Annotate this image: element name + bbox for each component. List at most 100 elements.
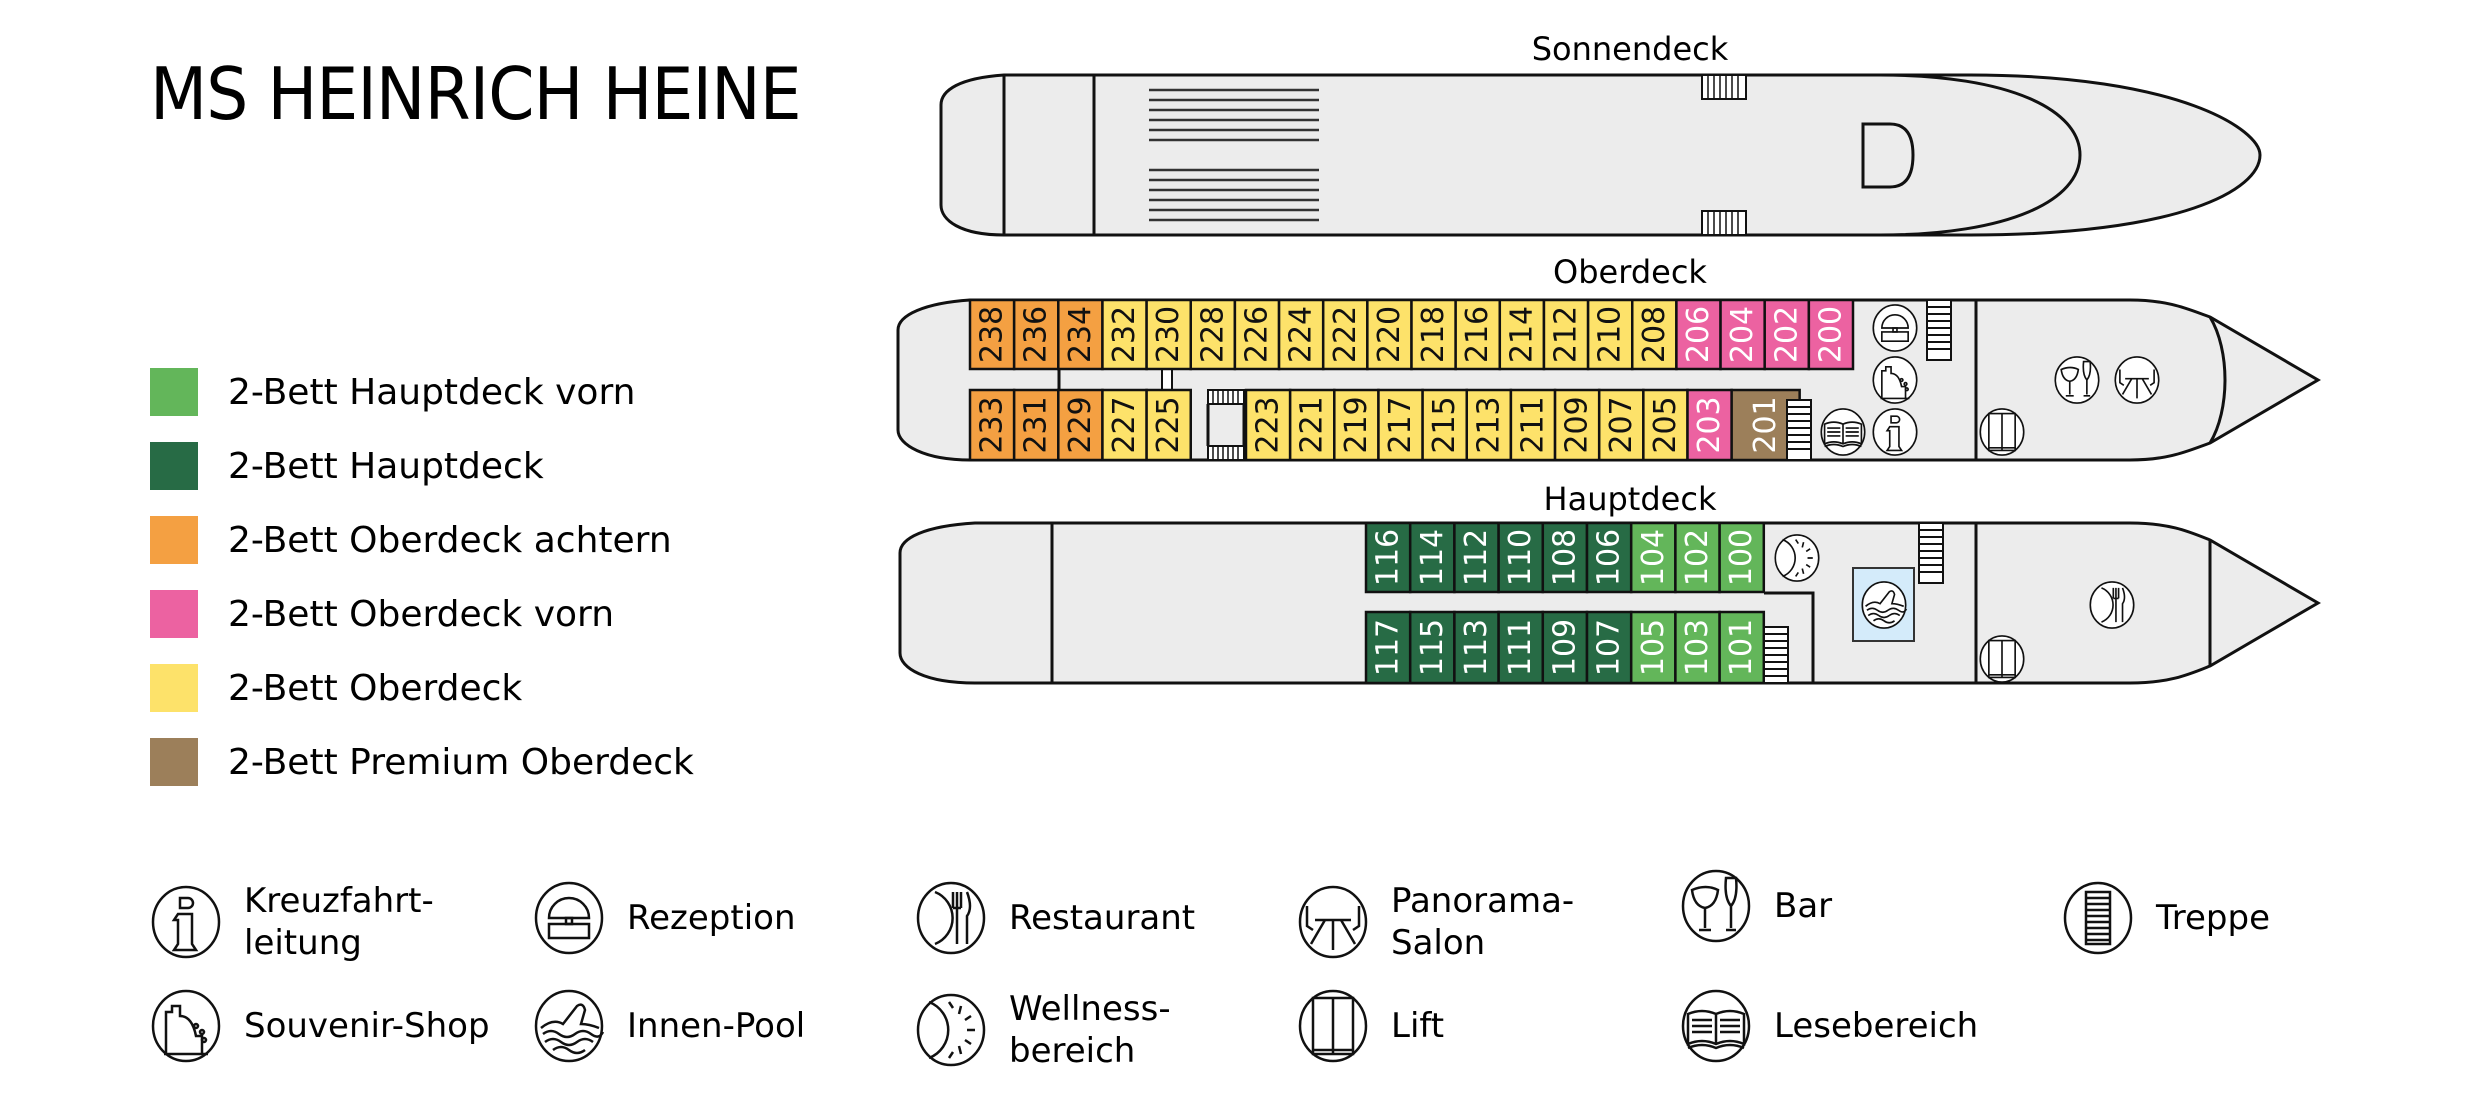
cabin-111[interactable]: 111 [1497,610,1545,685]
cabin-200[interactable]: 200 [1807,298,1855,371]
cabin-number: 211 [1515,396,1550,453]
cabin-210[interactable]: 210 [1586,298,1634,371]
cabin-232[interactable]: 232 [1101,298,1148,371]
cabin-number: 105 [1636,619,1671,676]
cabin-box [1686,388,1733,462]
cabin-number: 202 [1769,306,1804,363]
cabin-number: 234 [1063,306,1098,363]
cabin-229[interactable]: 229 [1057,388,1104,462]
cabin-number: 231 [1019,396,1054,453]
cabin-207[interactable]: 207 [1597,388,1645,462]
bar-icon [2054,356,2100,404]
cabin-220[interactable]: 220 [1366,298,1413,371]
cabin-206[interactable]: 206 [1675,298,1722,371]
cabin-number: 238 [975,306,1010,363]
cabin-226[interactable]: 226 [1233,298,1281,371]
reception-icon [533,880,605,956]
cabin-105[interactable]: 105 [1629,610,1677,685]
cabin-238[interactable]: 238 [968,298,1016,371]
cabin-109[interactable]: 109 [1541,610,1589,685]
cabin-number: 224 [1284,306,1319,363]
cabin-box [1674,610,1721,685]
cabin-107[interactable]: 107 [1585,610,1633,685]
legend-item-oberdeck: 2-Bett Oberdeck [150,651,694,725]
icon-legend-label: Panorama- Salon [1391,881,1575,963]
cabin-114[interactable]: 114 [1408,521,1456,594]
cabin-205[interactable]: 205 [1642,388,1689,462]
cabin-203[interactable]: 203 [1686,388,1733,462]
cabin-214[interactable]: 214 [1498,298,1546,371]
cabin-218[interactable]: 218 [1410,298,1457,371]
cabin-box [968,388,1016,462]
cabin-233[interactable]: 233 [968,388,1016,462]
cabin-number: 200 [1813,306,1848,363]
cabin-box [1408,610,1456,685]
cabin-209[interactable]: 209 [1553,388,1601,462]
cabin-number: 222 [1328,306,1363,363]
cabin-213[interactable]: 213 [1465,388,1513,462]
cabin-box [1629,521,1677,594]
legend-item-oberdeck-achtern: 2-Bett Oberdeck achtern [150,503,694,577]
cabin-number: 218 [1416,306,1451,363]
cabin-box [1597,388,1645,462]
cabin-108[interactable]: 108 [1541,521,1589,594]
cabin-110[interactable]: 110 [1497,521,1545,594]
cabin-box [1057,298,1104,371]
cabin-113[interactable]: 113 [1453,610,1500,685]
cabin-117[interactable]: 117 [1364,610,1412,685]
cabin-116[interactable]: 116 [1364,521,1412,594]
cabin-115[interactable]: 115 [1408,610,1456,685]
cabin-104[interactable]: 104 [1629,521,1677,594]
cabin-102[interactable]: 102 [1674,521,1721,594]
cabin-230[interactable]: 230 [1145,298,1192,371]
cabin-box [1101,298,1148,371]
cabin-225[interactable]: 225 [1145,388,1192,462]
cabin-number: 101 [1724,619,1759,676]
reading-area-icon [1680,988,1752,1064]
cabin-227[interactable]: 227 [1101,388,1148,462]
cabin-box [1377,388,1424,462]
icon-legend-label: Bar [1774,886,1833,926]
cabin-222[interactable]: 222 [1321,298,1369,371]
cabin-number: 102 [1680,529,1715,586]
cabin-219[interactable]: 219 [1333,388,1380,462]
stairs-icon [1918,522,1944,584]
cabin-100[interactable]: 100 [1718,521,1766,594]
cabin-box [1057,388,1104,462]
cabin-number: 220 [1372,306,1407,363]
cabin-204[interactable]: 204 [1719,298,1766,371]
bar-icon [1680,868,1752,944]
legend-swatch [150,664,198,712]
deck-label-oberdeck: Oberdeck [1553,253,1707,291]
stairs-icon [1926,299,1952,361]
cabin-234[interactable]: 234 [1057,298,1104,371]
cabin-211[interactable]: 211 [1509,388,1557,462]
cabin-103[interactable]: 103 [1674,610,1721,685]
cabin-101[interactable]: 101 [1718,610,1766,685]
cabin-212[interactable]: 212 [1542,298,1590,371]
stairs-icon [1786,399,1812,461]
icon-legend-label: Souvenir-Shop [244,1006,490,1046]
cabin-202[interactable]: 202 [1763,298,1811,371]
cabin-228[interactable]: 228 [1189,298,1237,371]
cabin-106[interactable]: 106 [1585,521,1633,594]
cabin-box [1542,298,1590,371]
cabin-221[interactable]: 221 [1288,388,1336,462]
cabin-number: 201 [1748,396,1783,453]
cabin-215[interactable]: 215 [1421,388,1468,462]
sonnendeck-bow-curve [1879,73,2082,237]
sun-loungers [1149,88,1319,222]
cabin-217[interactable]: 217 [1377,388,1424,462]
cabin-number: 113 [1459,619,1494,676]
cabin-224[interactable]: 224 [1277,298,1325,371]
cabin-216[interactable]: 216 [1454,298,1502,371]
cabin-223[interactable]: 223 [1244,388,1292,462]
cabin-231[interactable]: 231 [1012,388,1060,462]
cabin-number: 212 [1549,306,1584,363]
cabin-number: 117 [1371,619,1406,676]
cabin-236[interactable]: 236 [1012,298,1060,371]
cabin-number: 109 [1547,619,1582,676]
cabin-208[interactable]: 208 [1631,298,1678,371]
cabin-112[interactable]: 112 [1453,521,1500,594]
